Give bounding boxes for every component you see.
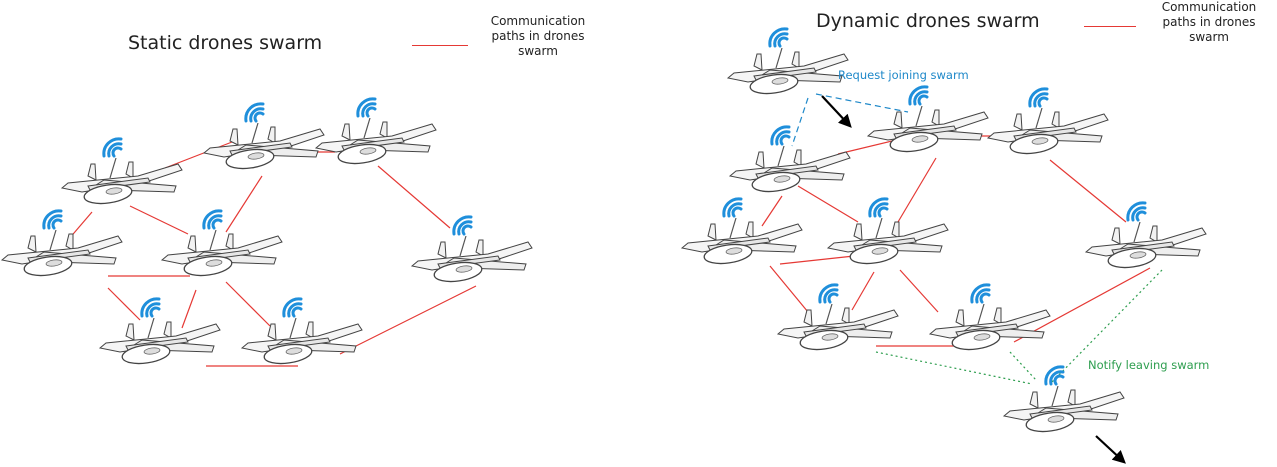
dynamic-legend-line xyxy=(1084,26,1136,27)
dynamic-drones xyxy=(680,27,1208,436)
communication-path xyxy=(107,287,141,321)
drone-icon xyxy=(826,197,950,268)
drone-icon xyxy=(98,297,222,368)
drone-icon xyxy=(928,283,1052,354)
drone-icon xyxy=(986,87,1110,158)
communication-path xyxy=(761,195,783,227)
communication-path xyxy=(164,141,233,169)
communication-path xyxy=(769,265,809,313)
communication-path xyxy=(339,285,477,355)
drone-icon xyxy=(240,297,364,368)
communication-path xyxy=(225,281,271,327)
static-swarm-paths xyxy=(67,141,477,367)
communication-path xyxy=(377,165,451,229)
drone-icon xyxy=(680,197,804,268)
join-request-label: Request joining swarm xyxy=(838,68,969,82)
drone-icon xyxy=(0,209,124,280)
join-request-path xyxy=(815,93,909,113)
static-drones xyxy=(0,97,534,368)
leave-notify-path xyxy=(875,351,1033,385)
drone-icon xyxy=(160,209,284,280)
communication-path xyxy=(897,157,937,223)
drone-icon xyxy=(728,125,852,196)
static-legend-text: Communication paths in drones swarm xyxy=(490,14,586,58)
dynamic-legend-text: Communication paths in drones swarm xyxy=(1161,0,1257,44)
communication-path xyxy=(851,271,875,311)
communication-path xyxy=(1013,267,1151,343)
drone-icon xyxy=(1002,365,1126,436)
communication-path xyxy=(779,255,855,265)
drone-icon xyxy=(410,215,534,286)
leave-notify-path xyxy=(1009,351,1037,381)
communication-path xyxy=(837,139,897,155)
drone-icon xyxy=(866,85,990,156)
leave-notify-paths xyxy=(875,269,1163,385)
static-legend-line xyxy=(412,45,468,46)
movement-arrows xyxy=(821,95,1126,464)
communication-path xyxy=(1049,159,1127,223)
leave-notify-label: Notify leaving swarm xyxy=(1088,358,1210,372)
drone-icon xyxy=(60,137,184,208)
static-panel-title: Static drones swarm xyxy=(128,32,323,54)
drone-icon xyxy=(314,97,438,168)
drone-icon xyxy=(202,102,326,173)
join-request-paths xyxy=(791,93,909,147)
drone-icon xyxy=(776,283,900,354)
join-request-path xyxy=(791,97,809,147)
communication-path xyxy=(797,185,859,223)
movement-arrow-icon xyxy=(821,95,852,128)
communication-path xyxy=(225,175,263,233)
communication-path xyxy=(181,289,197,329)
communication-path xyxy=(129,205,189,235)
drone-icon xyxy=(1084,201,1208,272)
drone-icon xyxy=(726,27,850,98)
communication-path xyxy=(899,269,939,313)
movement-arrow-icon xyxy=(1095,435,1126,464)
dynamic-panel-title: Dynamic drones swarm xyxy=(816,10,1040,32)
leave-notify-path xyxy=(1049,269,1163,385)
